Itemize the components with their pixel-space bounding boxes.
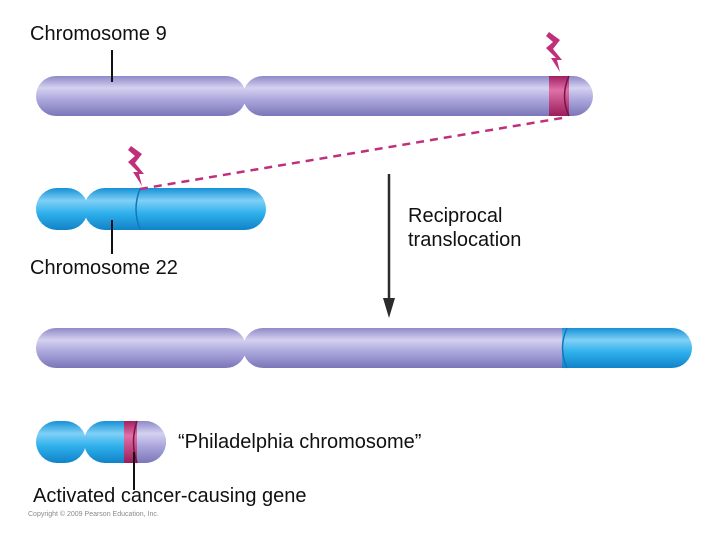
chromosome-9-label: Chromosome 9 bbox=[30, 23, 167, 45]
chromosome-22-long-arm bbox=[84, 188, 266, 230]
translocation-label-line-2: translocation bbox=[408, 229, 522, 251]
der22-short-arm bbox=[36, 421, 86, 463]
down-arrow-icon bbox=[383, 174, 395, 318]
der22-fusion-edge bbox=[132, 420, 138, 464]
der9-translocated-segment bbox=[562, 328, 692, 368]
chromosome-9-long-arm bbox=[243, 76, 593, 116]
chromosome-22-label: Chromosome 22 bbox=[30, 257, 178, 279]
der9-short-arm bbox=[36, 328, 246, 368]
chromosome-9-break-band bbox=[549, 76, 569, 116]
chromosome-22 bbox=[36, 188, 266, 230]
philadelphia-chromosome-label: “Philadelphia chromosome” bbox=[178, 431, 422, 453]
chromosome-9 bbox=[36, 75, 593, 117]
activated-gene-label: Activated cancer-causing gene bbox=[33, 485, 307, 507]
der22-translocated-segment bbox=[134, 421, 166, 463]
translocation-label-line-1: Reciprocal bbox=[408, 205, 503, 227]
chromosome-9-short-arm bbox=[36, 76, 246, 116]
philadelphia-chromosome bbox=[36, 420, 166, 464]
chromosome-9-break-edge bbox=[563, 75, 570, 117]
copyright-notice: Copyright © 2009 Pearson Education, Inc. bbox=[28, 511, 159, 518]
reciprocal-translocation-label: Reciprocal translocation bbox=[408, 204, 521, 252]
der9-junction-edge bbox=[561, 327, 568, 369]
derivative-chromosome-9 bbox=[36, 327, 692, 369]
chromosome-22-break-edge bbox=[135, 188, 141, 230]
chromosome-22-short-arm bbox=[36, 188, 88, 230]
der9-junction-fill bbox=[562, 328, 586, 368]
lightning-icon bbox=[546, 32, 562, 72]
lightning-icon bbox=[128, 146, 144, 186]
translocation-dashed-line bbox=[139, 115, 569, 191]
der9-long-arm bbox=[243, 328, 593, 368]
